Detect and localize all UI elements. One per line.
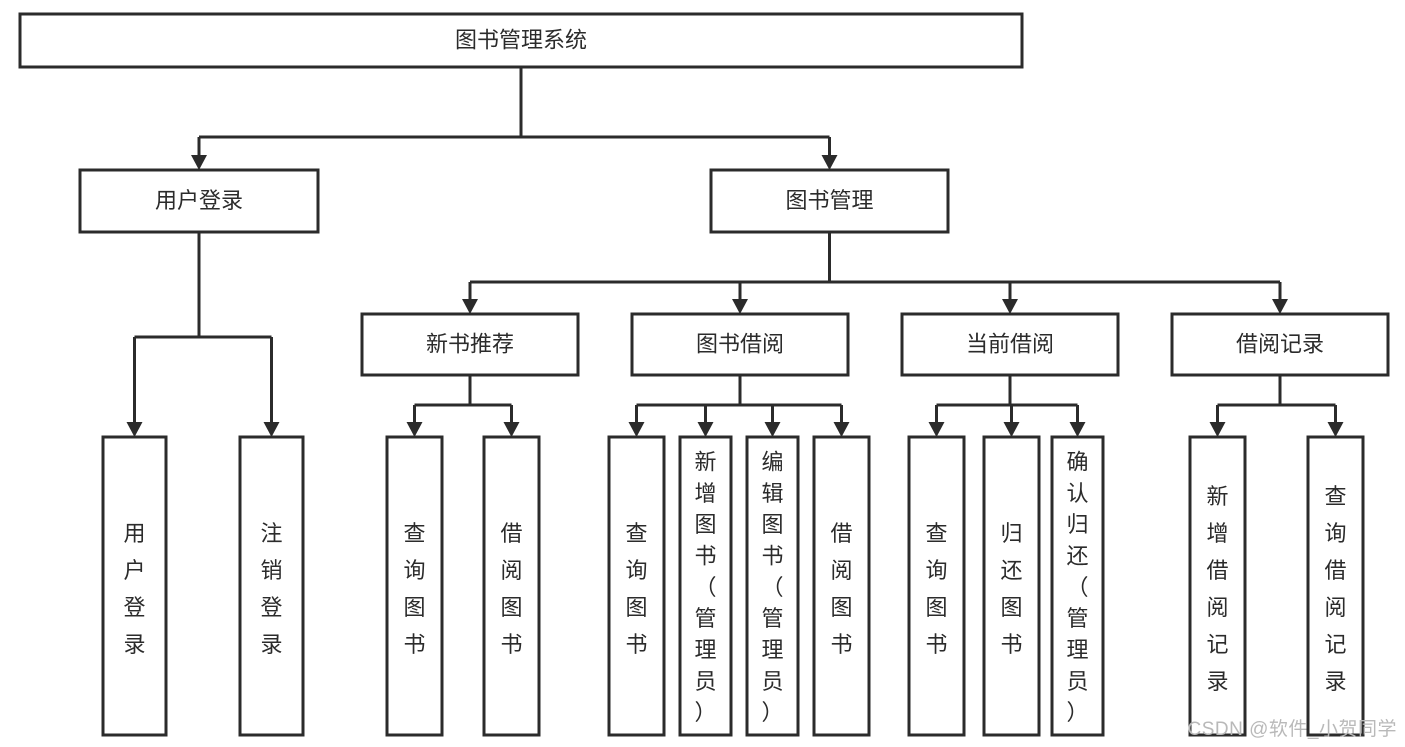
- node-label: 用户登录: [155, 188, 243, 213]
- node-leaf-confirm-return[interactable]: 确认归还（管理员）: [1050, 435, 1105, 737]
- node-label: 借阅图书: [500, 521, 522, 657]
- edge-layer: [126, 67, 1344, 437]
- node-current-borrow[interactable]: 当前借阅: [900, 312, 1120, 377]
- node-box: [1050, 435, 1105, 737]
- node-new-book-rec[interactable]: 新书推荐: [360, 312, 580, 377]
- node-box: [101, 435, 168, 737]
- node-box: [360, 312, 580, 377]
- node-box: [78, 168, 320, 234]
- node-box: [1188, 435, 1247, 737]
- node-label: 查询图书: [403, 521, 425, 657]
- node-leaf-user-login[interactable]: 用户登录: [101, 435, 168, 737]
- node-label: 新增图书（管理员）: [694, 449, 716, 725]
- node-borrow-record[interactable]: 借阅记录: [1170, 312, 1390, 377]
- node-leaf-user-logout[interactable]: 注销登录: [238, 435, 305, 737]
- node-leaf-query-record[interactable]: 查询借阅记录: [1306, 435, 1365, 737]
- node-box: [900, 312, 1120, 377]
- node-label: 图书借阅: [696, 331, 784, 356]
- node-leaf-borrow-book-1[interactable]: 借阅图书: [482, 435, 541, 737]
- node-leaf-add-book[interactable]: 新增图书（管理员）: [678, 435, 733, 737]
- node-box: [678, 435, 733, 737]
- node-label: 查询借阅记录: [1324, 484, 1346, 694]
- node-box: [385, 435, 444, 737]
- node-box: [745, 435, 800, 737]
- node-label: 新书推荐: [426, 331, 514, 356]
- watermark-text: CSDN @软件_小贺同学: [1187, 719, 1397, 740]
- node-label: 注销登录: [260, 521, 282, 657]
- node-box: [630, 312, 850, 377]
- node-leaf-query-book-2[interactable]: 查询图书: [607, 435, 666, 737]
- node-book-manage[interactable]: 图书管理: [709, 168, 950, 234]
- node-layer: 图书管理系统用户登录图书管理新书推荐图书借阅当前借阅借阅记录用户登录注销登录查询…: [18, 12, 1390, 737]
- node-label: 归还图书: [1000, 521, 1022, 657]
- node-label: 图书管理系统: [455, 27, 587, 52]
- node-label: 用户登录: [123, 521, 145, 657]
- node-leaf-query-book-3[interactable]: 查询图书: [907, 435, 966, 737]
- node-box: [1306, 435, 1365, 737]
- node-label: 查询图书: [925, 521, 947, 657]
- node-leaf-edit-book[interactable]: 编辑图书（管理员）: [745, 435, 800, 737]
- node-box: [18, 12, 1024, 69]
- node-label: 确认归还（管理员）: [1066, 449, 1088, 725]
- node-user-login[interactable]: 用户登录: [78, 168, 320, 234]
- node-box: [482, 435, 541, 737]
- node-label: 图书管理: [785, 188, 873, 213]
- node-leaf-add-record[interactable]: 新增借阅记录: [1188, 435, 1247, 737]
- node-leaf-borrow-book-2[interactable]: 借阅图书: [812, 435, 871, 737]
- node-leaf-return-book[interactable]: 归还图书: [982, 435, 1041, 737]
- node-label: 当前借阅: [966, 331, 1054, 356]
- node-box: [812, 435, 871, 737]
- node-box: [607, 435, 666, 737]
- node-box: [1170, 312, 1390, 377]
- node-leaf-query-book-1[interactable]: 查询图书: [385, 435, 444, 737]
- node-box: [709, 168, 950, 234]
- node-book-borrow[interactable]: 图书借阅: [630, 312, 850, 377]
- node-box: [238, 435, 305, 737]
- node-label: 查询图书: [625, 521, 647, 657]
- node-label: 新增借阅记录: [1206, 484, 1228, 694]
- node-box: [982, 435, 1041, 737]
- node-root[interactable]: 图书管理系统: [18, 12, 1024, 69]
- node-box: [907, 435, 966, 737]
- node-label: 编辑图书（管理员）: [761, 449, 783, 725]
- node-label: 借阅记录: [1236, 331, 1324, 356]
- node-label: 借阅图书: [830, 521, 852, 657]
